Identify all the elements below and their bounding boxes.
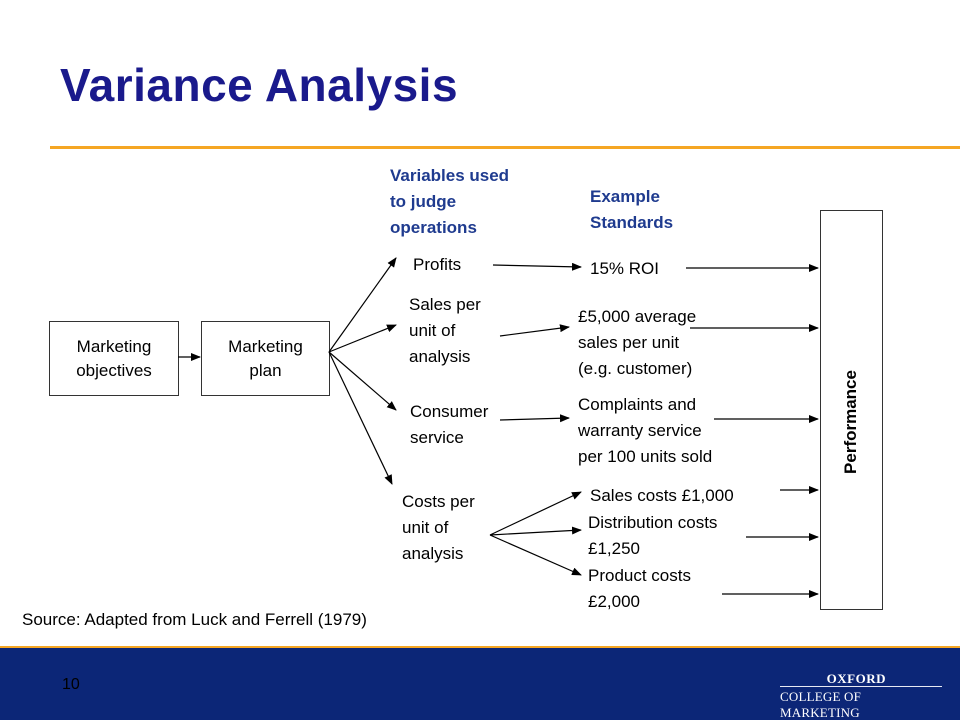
standards-header: Example Standards	[590, 187, 674, 232]
title-rule	[50, 146, 960, 149]
variables-header: Variables used to judge operations	[390, 166, 510, 237]
arrow-profits-to-roi	[492, 262, 582, 271]
college-logo: OXFORD COLLEGE OF MARKETING	[780, 671, 942, 720]
arrow-plan-to-profits	[328, 257, 397, 353]
arrow-costs-to-product	[489, 534, 582, 576]
performance-box	[820, 210, 883, 610]
source-citation: Source: Adapted from Luck and Ferrell (1…	[22, 610, 367, 629]
variable-consumer-service: Consumer service	[410, 402, 489, 447]
page-title: Variance Analysis	[60, 59, 459, 111]
variable-costs: Costs per unit of analysis	[402, 492, 475, 563]
standard-roi: 15% ROI	[590, 259, 659, 278]
arrow-plan-to-sales	[328, 324, 397, 353]
standard-complaints: Complaints and warranty service per 100 …	[578, 395, 713, 466]
footer-rule	[0, 646, 960, 648]
logo-oxford-text: OXFORD	[826, 671, 886, 686]
logo-college-text: COLLEGE OF MARKETING	[780, 689, 862, 720]
standard-product-costs: Product costs £2,000	[588, 566, 691, 611]
footer-bar	[0, 648, 960, 720]
logo-divider	[780, 686, 942, 687]
marketing-plan-box: Marketing plan	[201, 321, 330, 396]
standard-distribution-costs: Distribution costs £1,250	[588, 513, 718, 558]
arrow-consumer-to-complaints	[499, 414, 570, 423]
variable-profits: Profits	[413, 255, 462, 274]
marketing-objectives-box: Marketing objectives	[49, 321, 179, 396]
arrow-costs-to-sales-costs	[489, 491, 582, 536]
standard-sales: £5,000 average sales per unit (e.g. cust…	[578, 307, 697, 378]
arrow-costs-to-distribution	[489, 526, 582, 536]
arrow-sales-to-standard	[499, 324, 570, 337]
standard-sales-costs: Sales costs £1,000	[590, 486, 734, 505]
variable-sales: Sales per unit of analysis	[409, 295, 481, 366]
page-number: 10	[62, 676, 80, 693]
arrow-plan-to-costs	[328, 351, 393, 485]
arrow-plan-to-consumer	[328, 351, 397, 411]
